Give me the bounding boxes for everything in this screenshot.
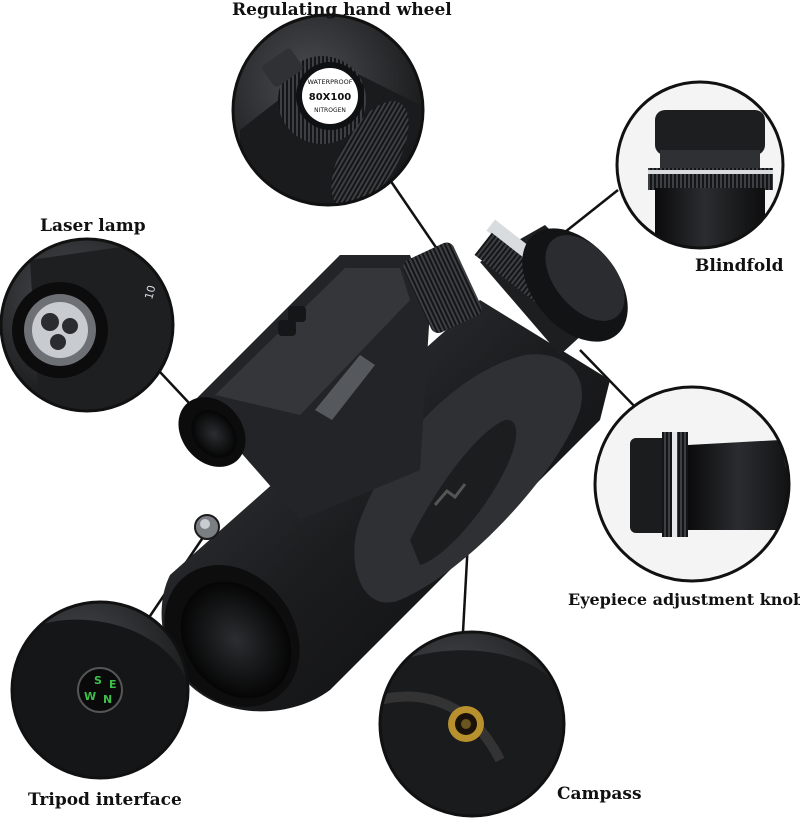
compass-letter-e: E [109,678,117,691]
wheel-text-3: NITROGEN [314,107,346,114]
callout-campass [378,630,566,818]
compass-letter-w: W [84,690,96,703]
callout-laser-lamp: 10 [0,237,175,413]
label-laser-lamp: Laser lamp [40,216,146,236]
lamp-mark: 10 [142,284,158,301]
compass-letter-s: S [94,674,102,687]
compass-letter-n: N [103,693,112,706]
label-regulating-hand-wheel: Regulating hand wheel [232,0,452,20]
label-campass: Campass [557,784,642,804]
callout-eyepiece-knob [593,385,791,583]
label-blindfold: Blindfold [695,256,784,276]
callout-blindfold [615,80,785,250]
callout-regulating-hand-wheel: WATERPROOF 80X100 NITROGEN [231,13,425,207]
wheel-text-1: WATERPROOF [307,78,352,86]
leader-eyepiece [579,349,641,413]
wheel-text-2: 80X100 [309,92,352,103]
label-tripod-interface: Tripod interface [28,790,182,810]
monocular-body [161,219,628,712]
label-eyepiece-adjustment-knob: Eyepiece adjustment knob [568,590,800,609]
callout-tripod-interface: S N E W [10,600,190,780]
